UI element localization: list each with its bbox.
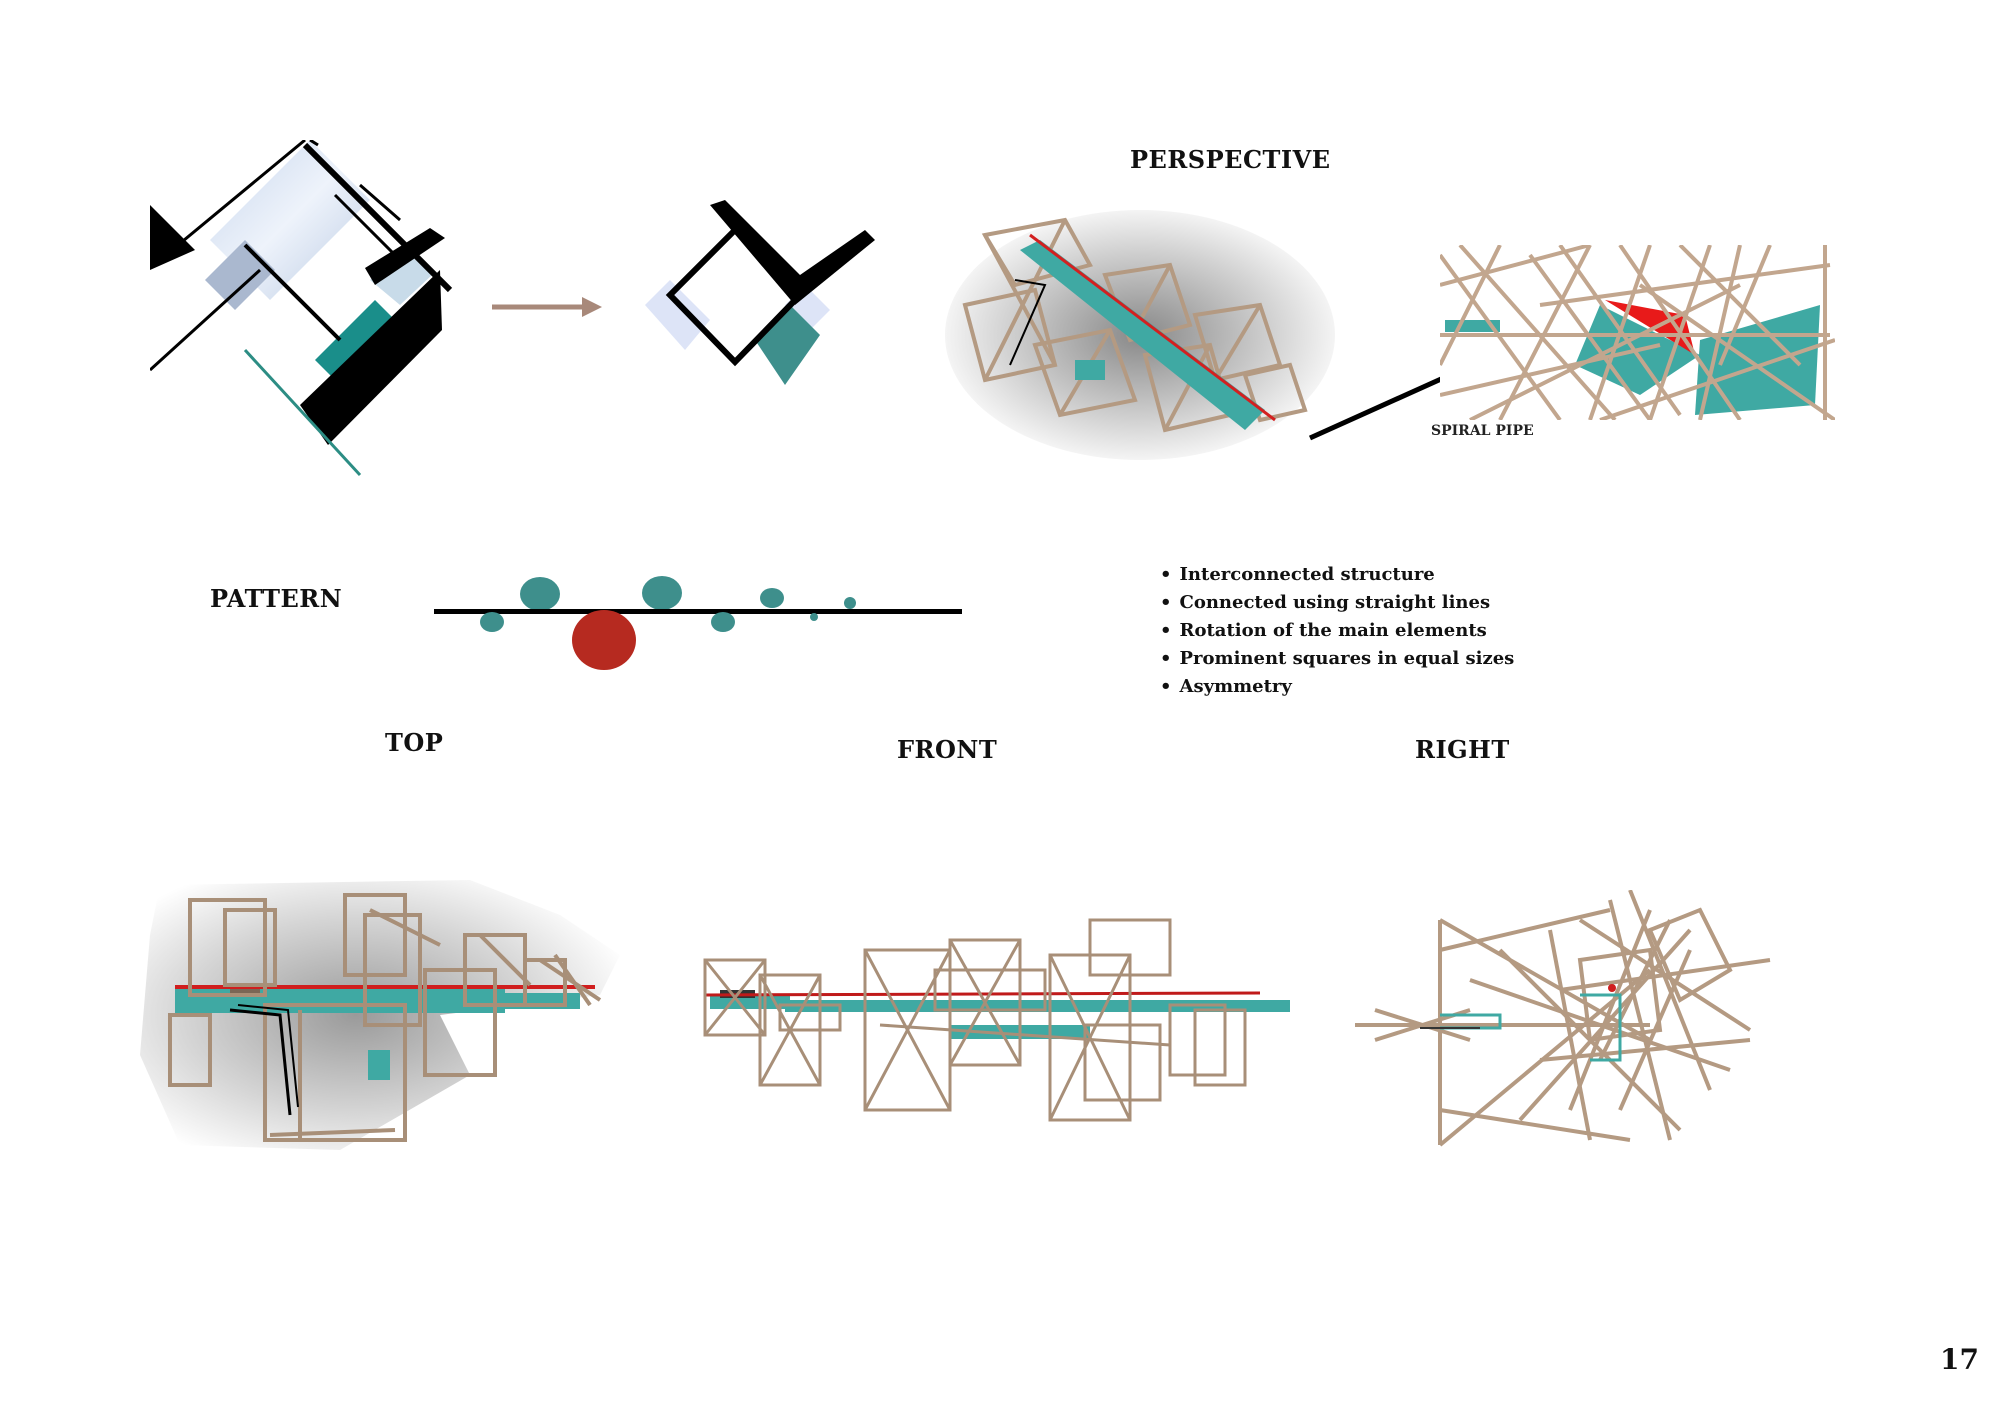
bullet-item: Connected using straight lines (1160, 589, 1514, 617)
top-view-render (140, 880, 620, 1150)
composition-diagram-original (150, 140, 453, 477)
bullet-item: Prominent squares in equal sizes (1160, 645, 1515, 673)
transformation-arrow (492, 297, 602, 317)
heading-pattern: PATTERN (210, 584, 343, 613)
right-view-render (1355, 890, 1771, 1147)
spiral-pipe-detail (1440, 245, 1835, 420)
bullet-item: Rotation of the main elements (1160, 617, 1514, 645)
characteristics-list: Interconnected structure Connected using… (1160, 561, 1515, 701)
front-view-render (703, 918, 1290, 1122)
heading-perspective: PERSPECTIVE (1130, 145, 1331, 174)
composition-diagram-simplified (645, 200, 875, 385)
bullet-item: Interconnected structure (1160, 561, 1514, 589)
pattern-diagram (434, 576, 962, 670)
page-number: 17 (1940, 1343, 1979, 1376)
heading-top: TOP (385, 728, 444, 757)
heading-right: RIGHT (1415, 735, 1510, 764)
perspective-render (945, 210, 1335, 460)
heading-front: FRONT (897, 735, 998, 764)
bullet-item: Asymmetry (1160, 673, 1514, 701)
callout-spiral-pipe: SPIRAL PIPE (1431, 423, 1534, 439)
